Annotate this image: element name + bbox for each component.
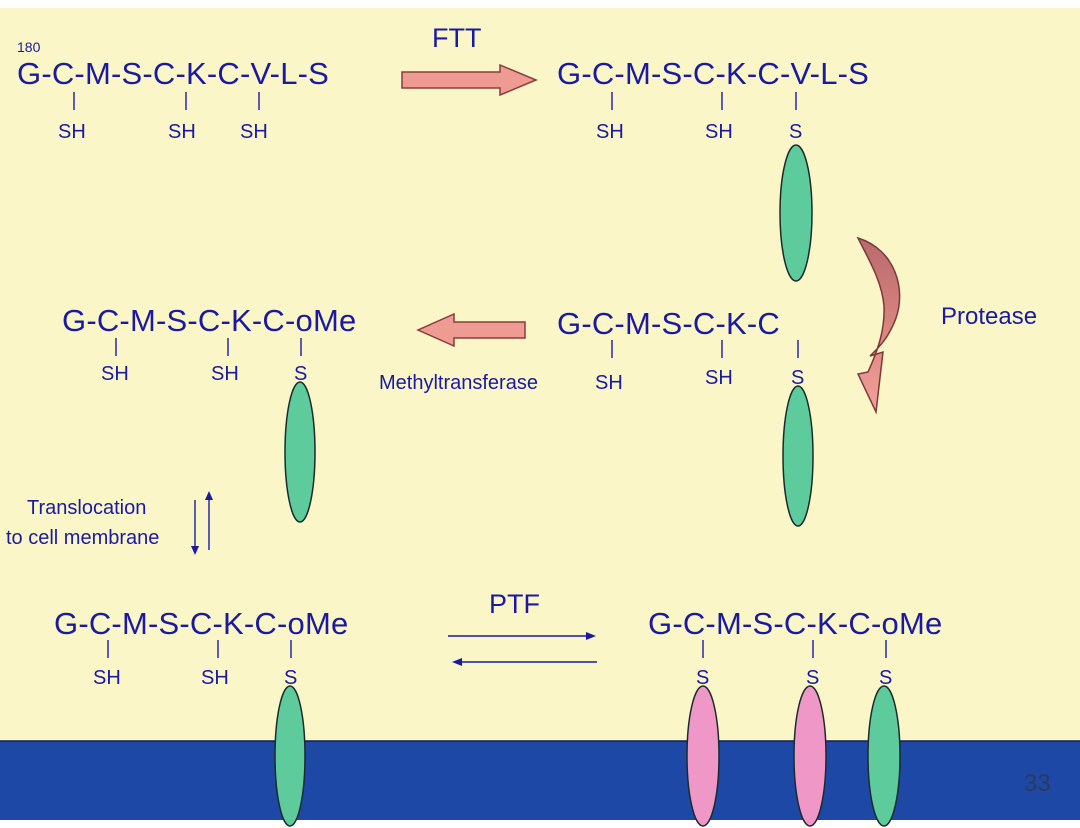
sh-label: SH <box>168 121 196 143</box>
farnesyl-anchor-row1 <box>779 144 813 282</box>
slide-background <box>0 8 1080 820</box>
sequence-row2-right: G-C-M-S-C-K-C <box>557 306 780 341</box>
cell-membrane <box>0 741 1080 820</box>
palmitoyl-anchor-1 <box>686 685 720 827</box>
s-label: S <box>696 667 710 689</box>
farnesyl-anchor-row3-right <box>867 685 901 827</box>
sequence-row1-right: G-C-M-S-C-K-C-V-L-S <box>557 56 870 91</box>
sh-label: SH <box>595 372 623 394</box>
sh-label: SH <box>240 121 268 143</box>
farnesyl-anchor-row3-left <box>274 685 306 827</box>
translocation-label-line1: Translocation <box>27 497 147 519</box>
sh-label: SH <box>58 121 86 143</box>
sh-label: SH <box>705 121 733 143</box>
s-label: S <box>294 363 308 385</box>
sequence-row3-right: G-C-M-S-C-K-C-oMe <box>648 606 943 641</box>
farnesyl-anchor-row2-left <box>284 381 316 523</box>
sh-label: SH <box>211 363 239 385</box>
ftt-label: FTT <box>432 23 482 53</box>
s-label: S <box>806 667 820 689</box>
sh-label: SH <box>596 121 624 143</box>
translocation-label-line2: to cell membrane <box>6 527 160 549</box>
bond-ticks <box>73 92 887 658</box>
slide-number: 33 <box>1024 770 1051 797</box>
residue-number: 180 <box>17 39 41 55</box>
protease-arrow <box>856 236 901 415</box>
sequence-row2-left: G-C-M-S-C-K-C-oMe <box>62 303 357 338</box>
s-label: S <box>791 367 805 389</box>
sh-label: SH <box>93 667 121 689</box>
s-label: S <box>879 667 893 689</box>
palmitoyl-anchor-2 <box>793 685 827 827</box>
methyltransferase-label: Methyltransferase <box>379 372 538 394</box>
ptf-label: PTF <box>489 589 540 619</box>
sequence-row1-left: G-C-M-S-C-K-C-V-L-S <box>17 56 330 91</box>
ftt-arrow <box>401 63 538 97</box>
sh-label: SH <box>705 367 733 389</box>
sequence-row3-left: G-C-M-S-C-K-C-oMe <box>54 606 349 641</box>
sh-label: SH <box>201 667 229 689</box>
s-label: S <box>789 121 803 143</box>
ptf-equilibrium-arrows <box>448 632 597 666</box>
farnesyl-anchor-row2-right <box>782 385 814 527</box>
s-label: S <box>284 667 298 689</box>
protease-label: Protease <box>941 303 1038 330</box>
translocation-arrows <box>191 491 213 555</box>
methyltransferase-arrow <box>416 312 526 348</box>
sh-label: SH <box>101 363 129 385</box>
